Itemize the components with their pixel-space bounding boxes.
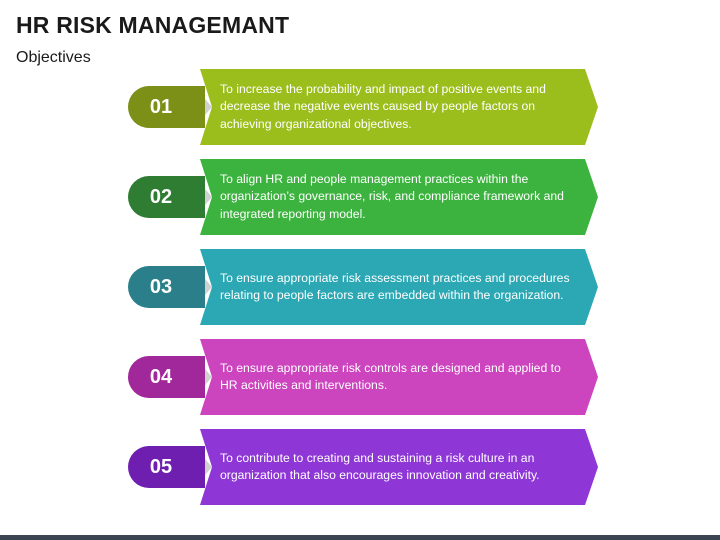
objective-number: 02 (149, 186, 173, 208)
objective-banner (200, 159, 598, 235)
objective-banner (200, 429, 598, 505)
objective-shape (128, 249, 598, 325)
objective-row: 04 To ensure appropriate risk controls ar… (0, 337, 720, 417)
objective-shape (128, 339, 598, 415)
objective-number: 03 (149, 276, 173, 298)
number-tab (128, 176, 205, 218)
objective-banner (200, 339, 598, 415)
objective-row: 03 To ensure appropriate risk assessment … (0, 247, 720, 327)
objective-banner (200, 249, 598, 325)
objective-row: 01 To increase the probability and impact… (0, 67, 720, 147)
number-tab (128, 356, 205, 398)
objective-shape (128, 159, 598, 235)
number-tab (128, 266, 205, 308)
objective-text: To ensure appropriate risk assessment pr… (220, 270, 570, 303)
number-tab (128, 446, 205, 488)
objective-number: 05 (149, 456, 173, 478)
page-subtitle: Objectives (16, 49, 91, 66)
objective-number: 04 (149, 366, 173, 388)
objective-row: 02 To align HR and people management prac… (0, 157, 720, 237)
number-tab (128, 86, 205, 128)
objective-shape (128, 69, 598, 145)
objective-text: To align HR and people management practi… (220, 171, 564, 221)
objective-banner (200, 69, 598, 145)
objective-number: 01 (149, 96, 173, 118)
objective-row: 05 To contribute to creating and sustaini… (0, 427, 720, 507)
objective-text: To contribute to creating and sustaining… (220, 450, 540, 483)
objective-shape (128, 429, 598, 505)
page-title: HR RISK MANAGEMANT (16, 12, 290, 38)
bottom-bar (0, 535, 720, 540)
objective-text: To ensure appropriate risk controls are … (220, 360, 561, 393)
objective-text: To increase the probability and impact o… (220, 81, 546, 131)
